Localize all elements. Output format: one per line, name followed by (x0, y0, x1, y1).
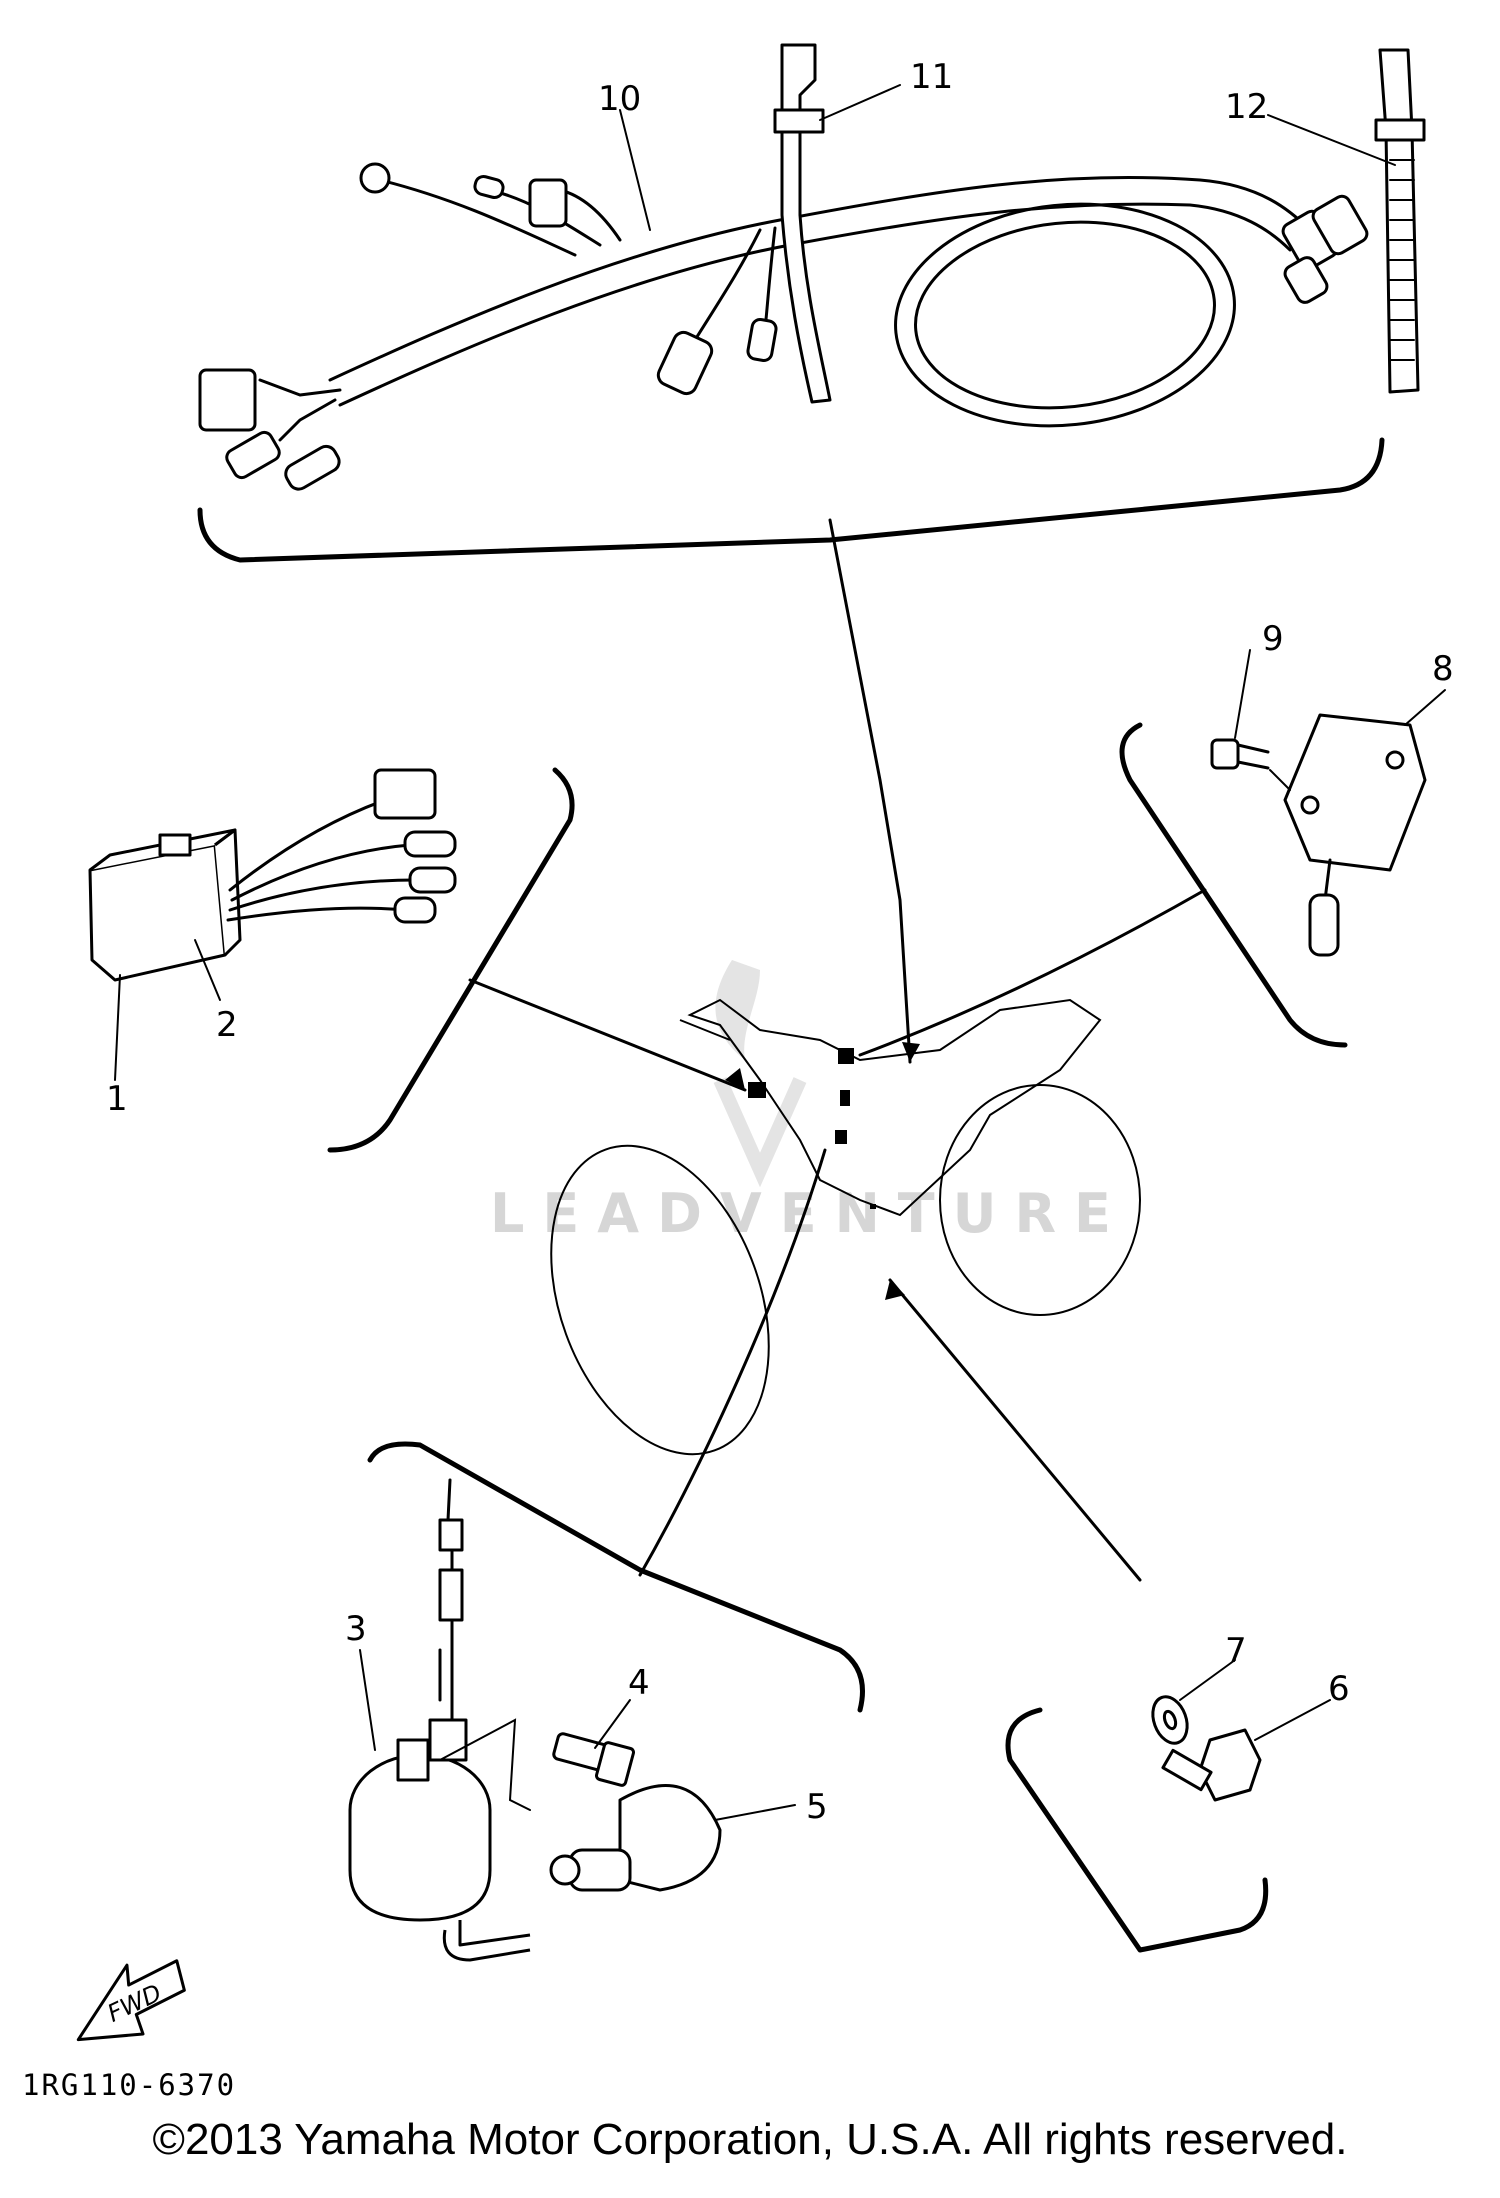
callout-9: 9 (1262, 619, 1284, 659)
callout-5: 5 (806, 1787, 828, 1827)
callout-7: 7 (1225, 1631, 1247, 1671)
motorcycle-silhouette (468, 518, 1207, 1582)
callout-4: 4 (628, 1663, 650, 1703)
watermark-text: LEADVENTURE (490, 1182, 1129, 1245)
bolt-washer-group (1005, 1659, 1331, 1953)
callout-numbers: 10 11 12 9 8 2 1 3 4 5 7 6 (106, 57, 1454, 1827)
callout-1: 1 (106, 1079, 128, 1119)
callout-2: 2 (216, 1005, 238, 1045)
callout-6: 6 (1328, 1669, 1350, 1709)
callout-10: 10 (598, 79, 641, 119)
forward-arrow-icon: FWD (76, 1959, 186, 2042)
callout-8: 8 (1432, 649, 1454, 689)
callout-3: 3 (345, 1609, 367, 1649)
drawing-code: 1RG110-6370 (22, 2068, 237, 2102)
copyright-notice: ©2013 Yamaha Motor Corporation, U.S.A. A… (152, 2115, 1348, 2164)
cdi-group (88, 767, 575, 1153)
callout-11: 11 (910, 57, 953, 97)
harness-group (197, 43, 1426, 563)
ignition-coil-group (348, 1441, 865, 1962)
callout-12: 12 (1225, 87, 1268, 127)
rectifier-group (1119, 649, 1446, 1048)
watermark: LEADVENTURE (490, 960, 1129, 1245)
